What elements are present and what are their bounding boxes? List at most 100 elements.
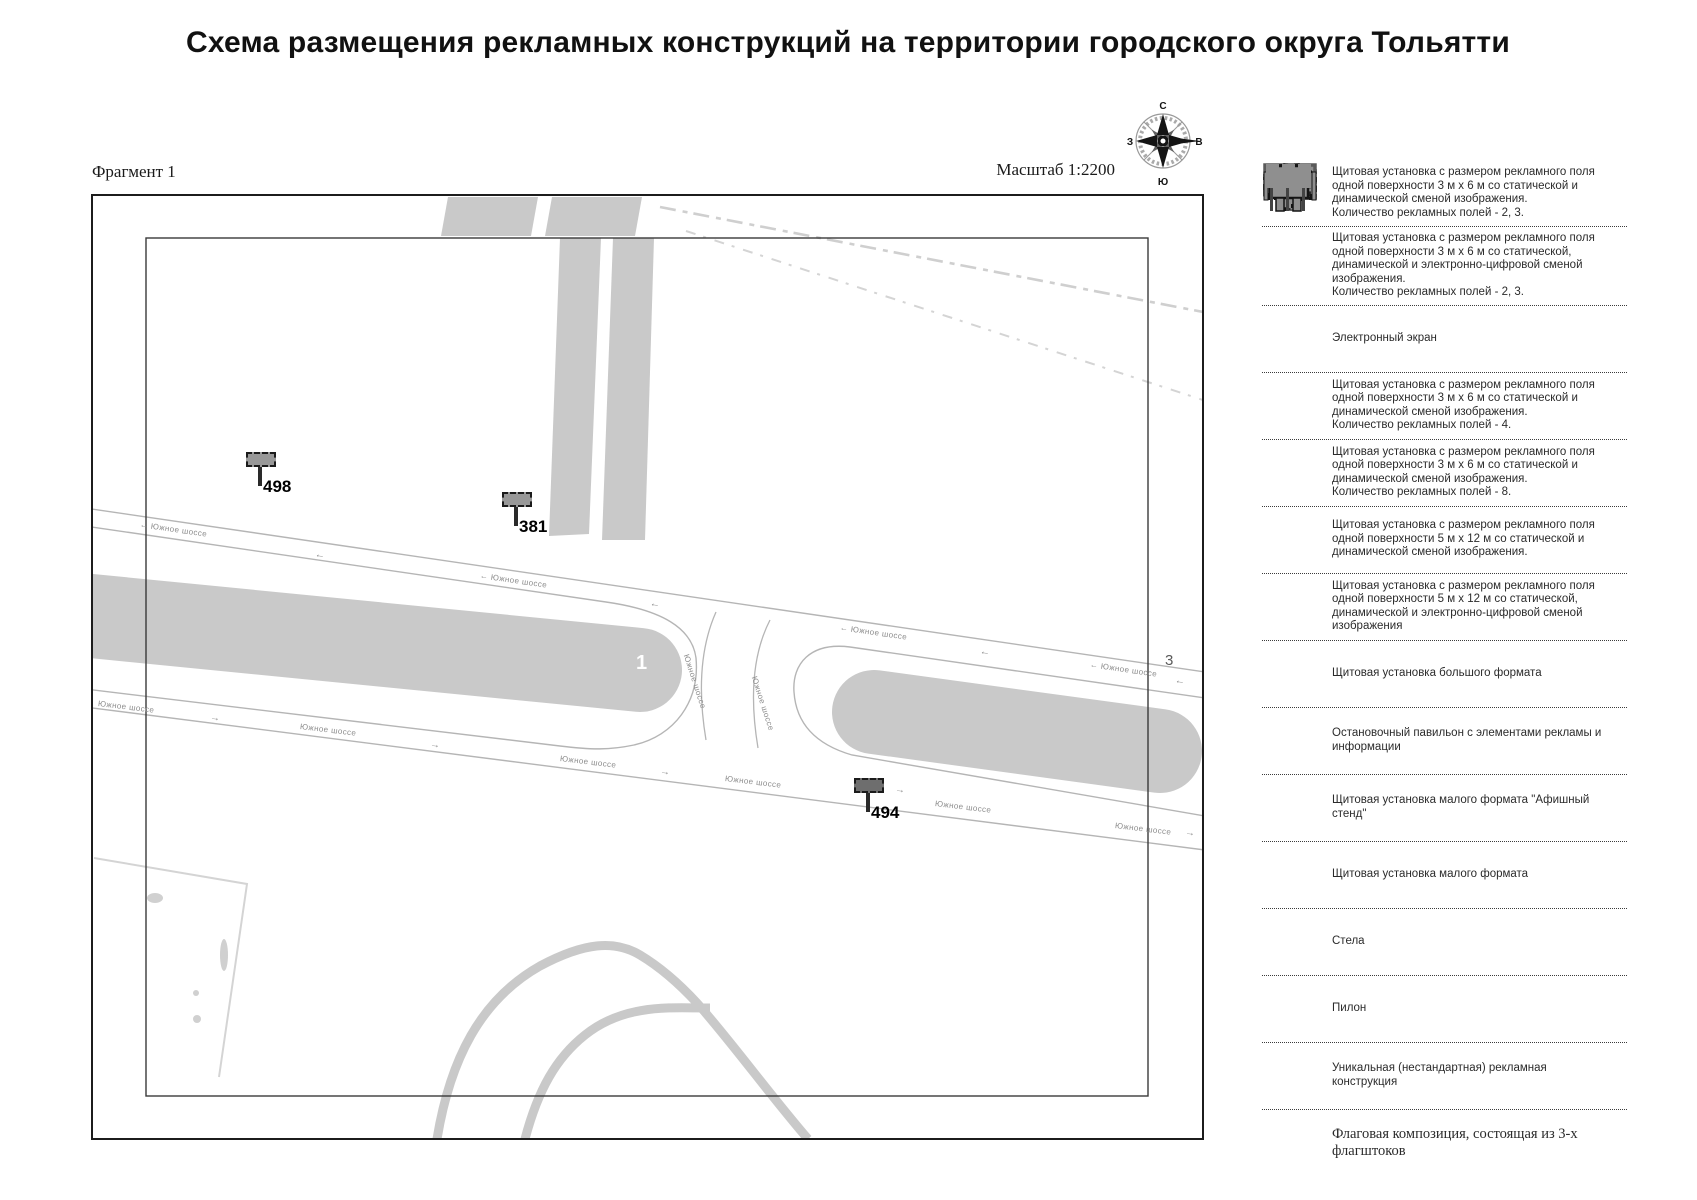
road-direction-arrow: → [659, 766, 671, 779]
map-block [441, 197, 538, 236]
compass-south-label: Ю [1158, 177, 1168, 188]
page-title: Схема размещения рекламных конструкций н… [186, 26, 1510, 59]
road-median-east [832, 670, 1202, 793]
legend-item: Щитовая установка с размером рекламного … [1262, 167, 1627, 306]
legend-item: Щитовая установка с размером рекламного … [1262, 170, 1627, 440]
legend-item-text: Пилон [1332, 1001, 1367, 1014]
bottom-arc-branch [520, 1003, 711, 1139]
zone-number: 3 [1165, 652, 1174, 669]
billboard-marker-498: 498 [246, 452, 306, 502]
bottom-arc [432, 941, 812, 1139]
billboard-pole [866, 793, 870, 812]
legend: Щитовая установка с размером рекламного … [1262, 160, 1627, 1176]
compass-west-label: З [1127, 137, 1133, 148]
billboard-marker-494: 494 [854, 778, 914, 828]
compass-north-label: С [1159, 101, 1166, 112]
map-artwork [92, 197, 1203, 1139]
legend-item: Щитовая установка с размером рекламного … [1262, 167, 1627, 574]
legend-item-text: Щитовая установка большого формата [1332, 666, 1542, 679]
map-block [545, 197, 642, 236]
road-name-label: Южное шоссе [1114, 821, 1172, 837]
legend-item-text: Щитовая установка с размером рекламного … [1332, 166, 1595, 219]
side-road-strip [549, 238, 601, 536]
map-outer-frame [91, 194, 1204, 1140]
faint-road-line [685, 230, 1203, 401]
compass-east-label: В [1195, 137, 1202, 148]
road-name-label: Южное шоссе [97, 699, 155, 715]
road-name-label: Южное шоссе [559, 754, 617, 770]
legend-item: Щитовая установка большого формата [1262, 163, 1627, 708]
billboard-marker-381: 381 [502, 492, 562, 542]
legend-item-text: Щитовая установка с размером рекламного … [1332, 519, 1595, 559]
road-edge [92, 707, 1203, 851]
road-name-label: ← Южное шоссе [839, 623, 908, 642]
faint-road-line [659, 205, 1203, 314]
compass-main-points [1136, 114, 1200, 168]
road-median-west [92, 573, 682, 712]
road-direction-arrow: → [209, 712, 221, 725]
scan-blob [220, 939, 228, 971]
road-direction-arrow: ← [979, 646, 991, 659]
faded-outline [93, 857, 249, 1078]
road-name-label: Южное шоссе [299, 722, 357, 738]
legend-item: Щитовая установка малого формата "Афишны… [1262, 171, 1627, 842]
legend-item-text: Щитовая установка с размером рекламного … [1332, 232, 1595, 298]
marker-number: 381 [519, 517, 548, 536]
flag-composition-icon [1266, 164, 1311, 211]
road-edge [92, 508, 1203, 673]
legend-item: Электронный экран [1262, 167, 1627, 373]
road-direction-arrow: ← [649, 598, 661, 611]
legend-item-text: Щитовая установка малого формата [1332, 867, 1529, 880]
legend-item-text: Щитовая установка с размером рекламного … [1332, 445, 1595, 499]
scale-label: Масштаб 1:2200 [996, 160, 1115, 179]
road-name-label: ← Южное шоссе [1089, 660, 1158, 679]
legend-item-text: Уникальная (нестандартная) рекламная кон… [1332, 1062, 1547, 1088]
marker-number: 498 [263, 477, 292, 496]
road-direction-arrow: → [429, 739, 441, 752]
side-road-strip [602, 238, 654, 540]
billboard-pole [514, 507, 518, 526]
billboard-plate-icon [502, 492, 532, 507]
road-direction-arrow: ← [1174, 675, 1186, 688]
legend-item: Щитовая установка с размером рекламного … [1262, 165, 1627, 507]
road-name-label: Южное шоссе [681, 653, 708, 710]
legend-item-text: Стела [1332, 934, 1365, 947]
legend-item: Стела [1262, 163, 1627, 976]
scan-blob [193, 990, 199, 996]
road-direction-arrow: → [1184, 827, 1196, 840]
legend-item: Флаговая композиция, состоящая из 3-х фл… [1262, 164, 1627, 1176]
legend-item-text: Щитовая установка с размером рекламного … [1332, 378, 1595, 432]
uturn-lane [752, 619, 771, 749]
billboard-plate-icon [246, 452, 276, 467]
legend-item: Остановочный павильон с элементами рекла… [1262, 168, 1627, 775]
compass-rose: С Ю З В [1127, 101, 1203, 188]
legend-item-text: Щитовая установка малого формата "Афишны… [1332, 794, 1590, 820]
road-name-label: ← Южное шоссе [479, 571, 548, 590]
fragment-label: Фрагмент 1 [92, 162, 176, 181]
map-inner-frame [145, 237, 1149, 1097]
road-name-label: Южное шоссе [934, 799, 992, 815]
legend-item-text: Электронный экран [1332, 331, 1437, 344]
road-name-label: ← Южное шоссе [139, 520, 208, 539]
road-edge-uturn-west [92, 526, 698, 750]
zone-number: 1 [636, 652, 648, 674]
uturn-lane [700, 611, 717, 741]
legend-item: Щитовая установка малого формата [1262, 165, 1627, 909]
road-direction-arrow: ← [314, 549, 326, 562]
road-edge-uturn-east [793, 645, 1203, 817]
scan-blob [147, 893, 163, 903]
legend-item-text: Флаговая композиция, состоящая из 3-х фл… [1332, 1125, 1578, 1159]
road-name-label: Южное шоссе [724, 774, 782, 790]
legend-item: Щитовая установка с размером рекламного … [1262, 167, 1627, 641]
road-name-label: Южное шоссе [749, 675, 776, 732]
legend-item-text: Остановочный павильон с элементами рекла… [1332, 727, 1602, 753]
legend-item: Уникальная (нестандартная) рекламная кон… [1262, 164, 1627, 1110]
legend-item-text: Щитовая установка с размером рекламного … [1332, 579, 1595, 633]
billboard-plate-icon [854, 778, 884, 793]
road-direction-arrow: → [894, 784, 906, 797]
billboard-pole [258, 467, 262, 486]
marker-number: 494 [871, 803, 900, 822]
